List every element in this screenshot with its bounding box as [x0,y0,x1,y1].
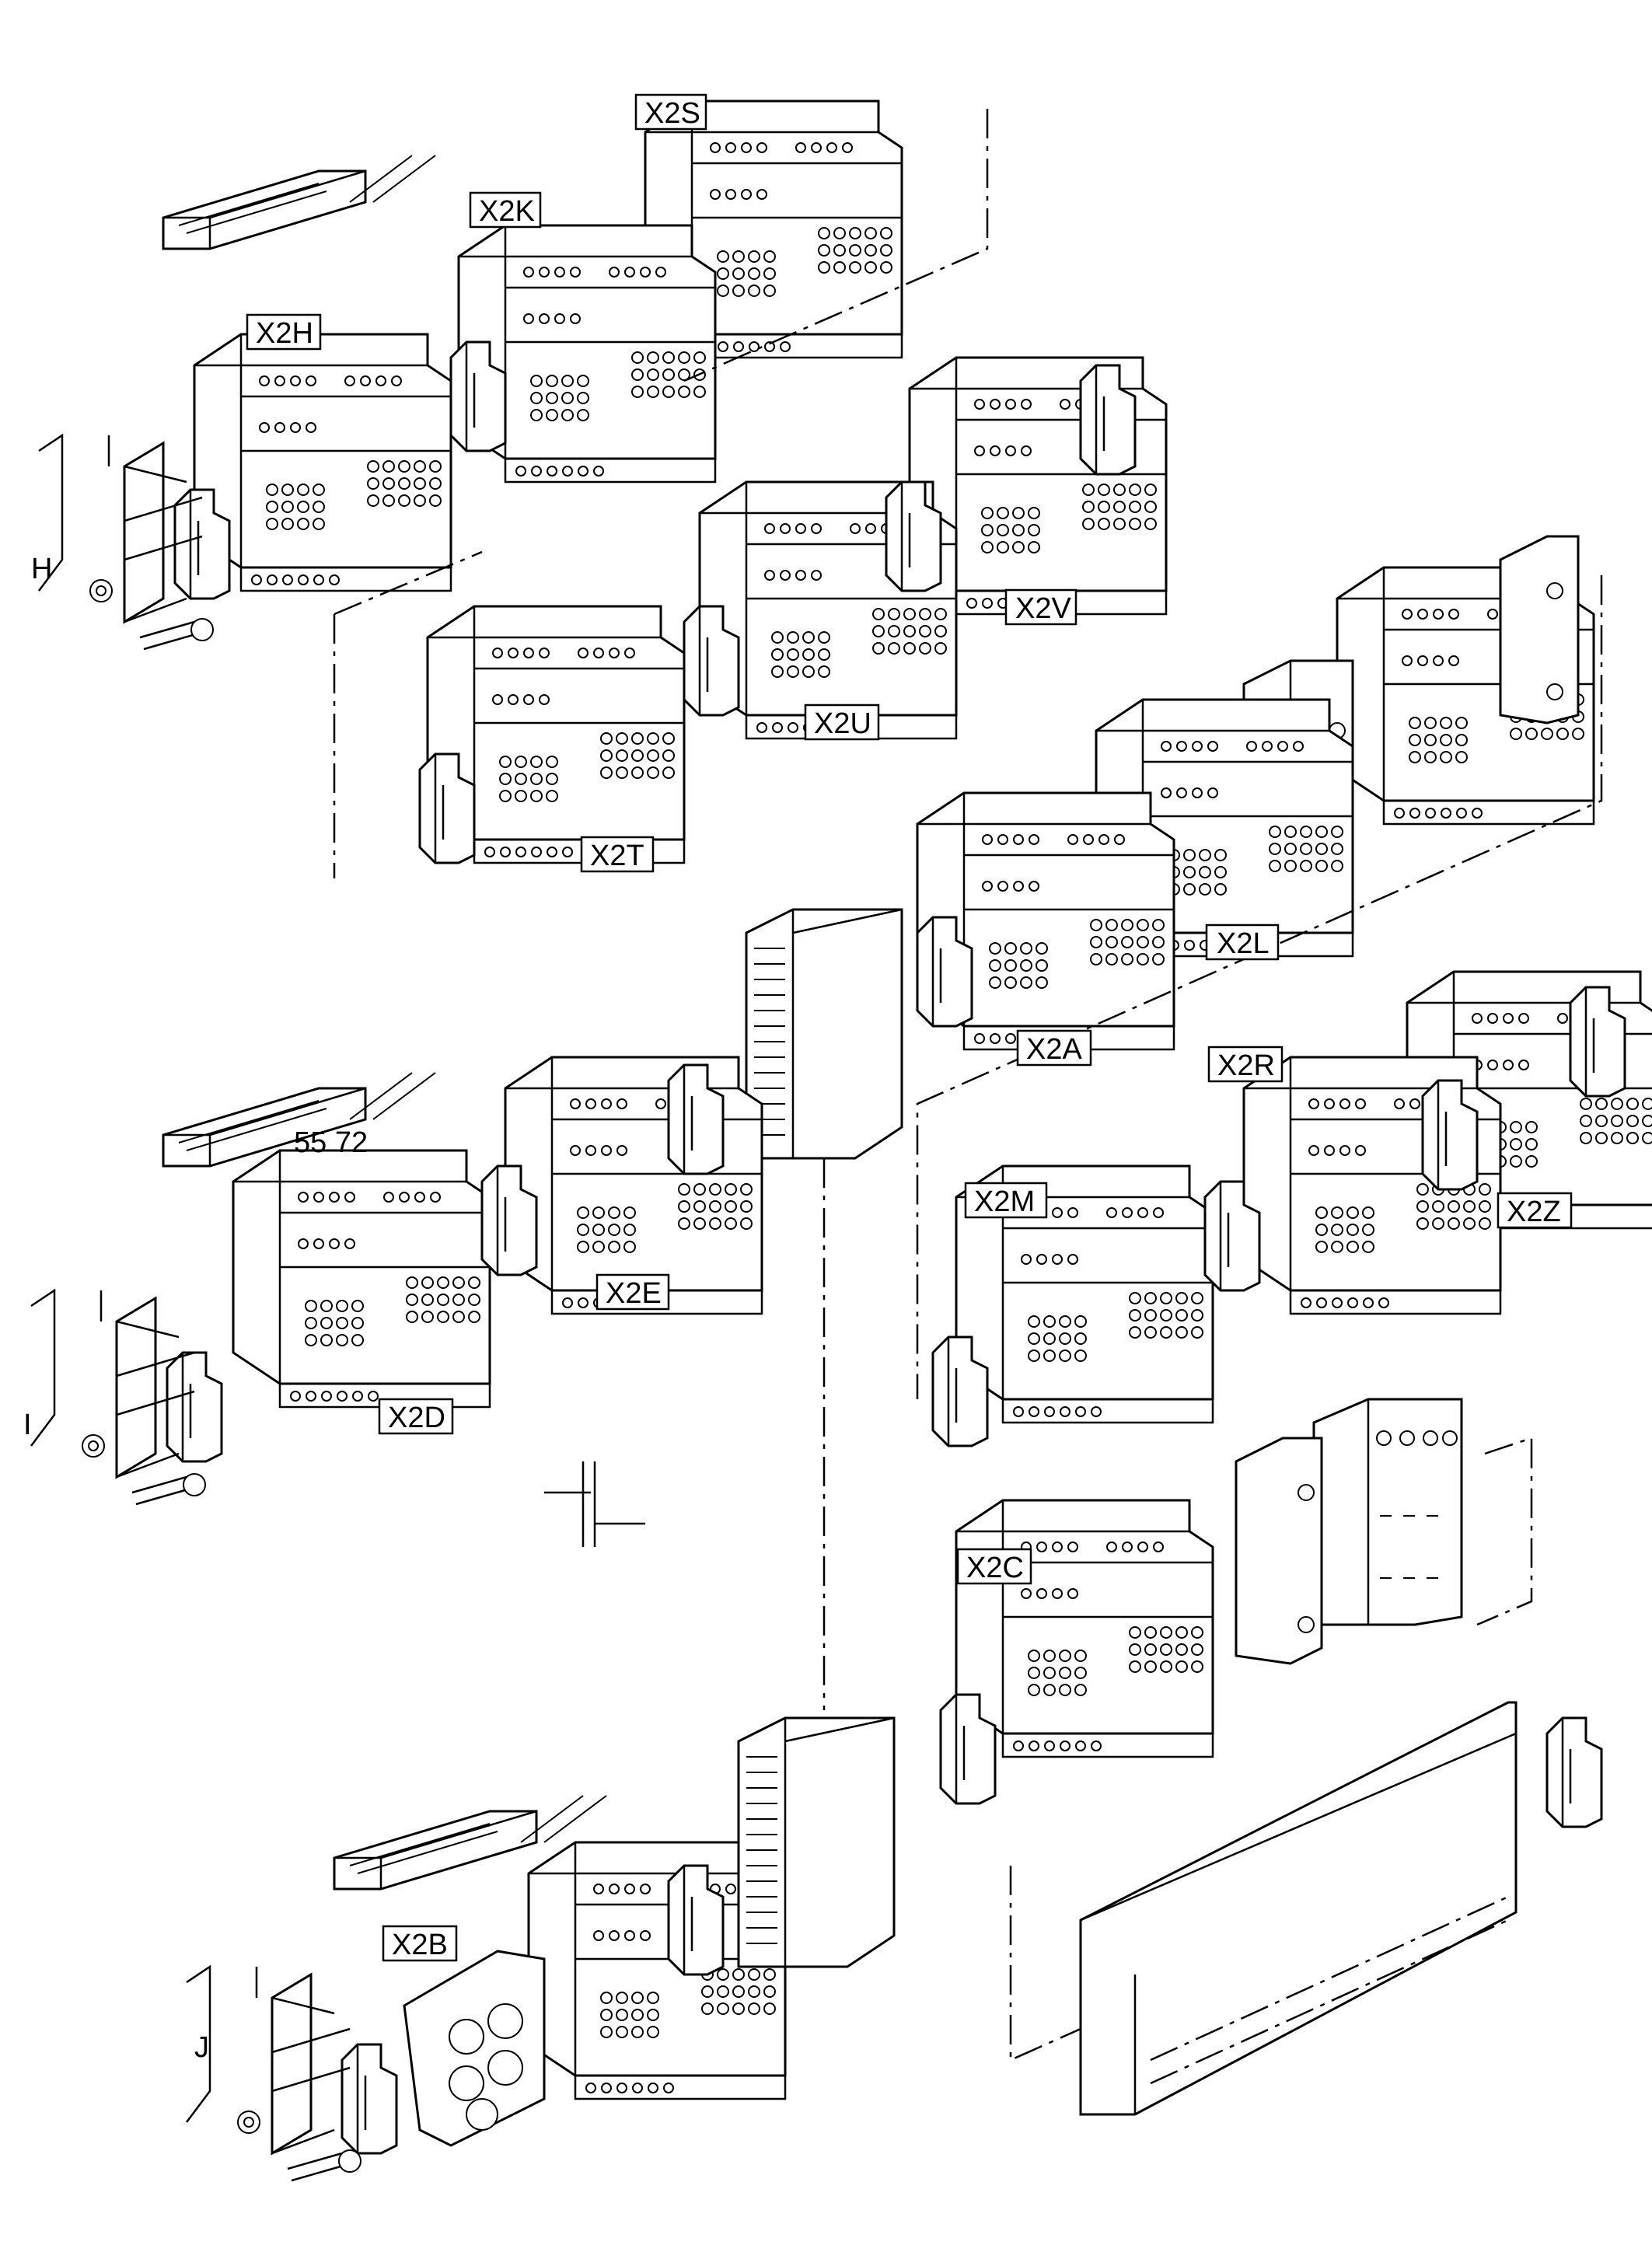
dashdot-top-right [683,109,989,382]
label-x2c: X2C [956,1548,1032,1585]
svg-text:X2T: X2T [590,840,644,872]
svg-text:X2K: X2K [479,195,535,228]
module-x2c [955,1499,1214,1758]
svg-text:X2H: X2H [256,317,313,350]
label-x2b: X2B [382,1925,458,1962]
group-label-i: I [23,1409,32,1441]
label-x2z: X2Z [1497,1192,1573,1229]
dashdot-long-left [1009,1866,1081,2062]
svg-text:X2E: X2E [606,1277,662,1310]
pin-symbol [544,1461,645,1547]
svg-text:X2B: X2B [392,1929,448,1961]
label-x2s: X2S [634,93,707,131]
svg-text:X2L: X2L [1217,927,1270,960]
label-x2h: X2H [246,313,322,351]
part-number: 55 72 [294,1126,368,1159]
svg-text:X2S: X2S [644,97,700,130]
label-x2a: X2A [1016,1029,1092,1067]
dashdot-top-left [333,550,483,878]
single-terminal-c [1235,1437,1323,1665]
label-x2e: X2E [595,1273,670,1311]
svg-text:X2M: X2M [974,1185,1035,1218]
svg-text:X2Z: X2Z [1507,1196,1561,1228]
svg-text:X2A: X2A [1026,1033,1082,1066]
label-x2l: X2L [1205,924,1280,961]
vertical-duct-bottom [737,1716,896,1968]
label-x2r: X2R [1207,1046,1284,1083]
clamp-long [1545,1716,1603,1828]
svg-text:X2V: X2V [1015,592,1071,625]
label-x2m: X2M [964,1182,1048,1219]
label-x2k: X2K [469,191,542,229]
label-x2v: X2V [1004,588,1077,626]
label-x2t: X2T [580,836,655,873]
group-label-h: H [31,553,52,585]
group-label-j: J [194,2031,209,2064]
long-module [1079,1701,1518,2116]
clamp-i [166,1351,223,1463]
single-terminal-b [1499,535,1580,724]
label-x2d: X2D [378,1398,454,1435]
dashdot-x2c-right [1476,1437,1533,1626]
svg-text:X2C: X2C [966,1552,1024,1584]
module-x2d [232,1149,491,1409]
terminal-stack [1312,1398,1463,1626]
clamp-j [341,2043,398,2155]
svg-text:X2U: X2U [814,707,871,740]
bracket-j [185,1965,362,2182]
module-x2h [193,333,452,592]
fuse-block-x2b [403,1950,546,2147]
duct-top [162,154,437,250]
svg-text:X2D: X2D [388,1402,445,1434]
svg-text:X2R: X2R [1217,1049,1275,1082]
label-x2u: X2U [804,704,880,741]
vertical-duct-top [745,908,903,1160]
